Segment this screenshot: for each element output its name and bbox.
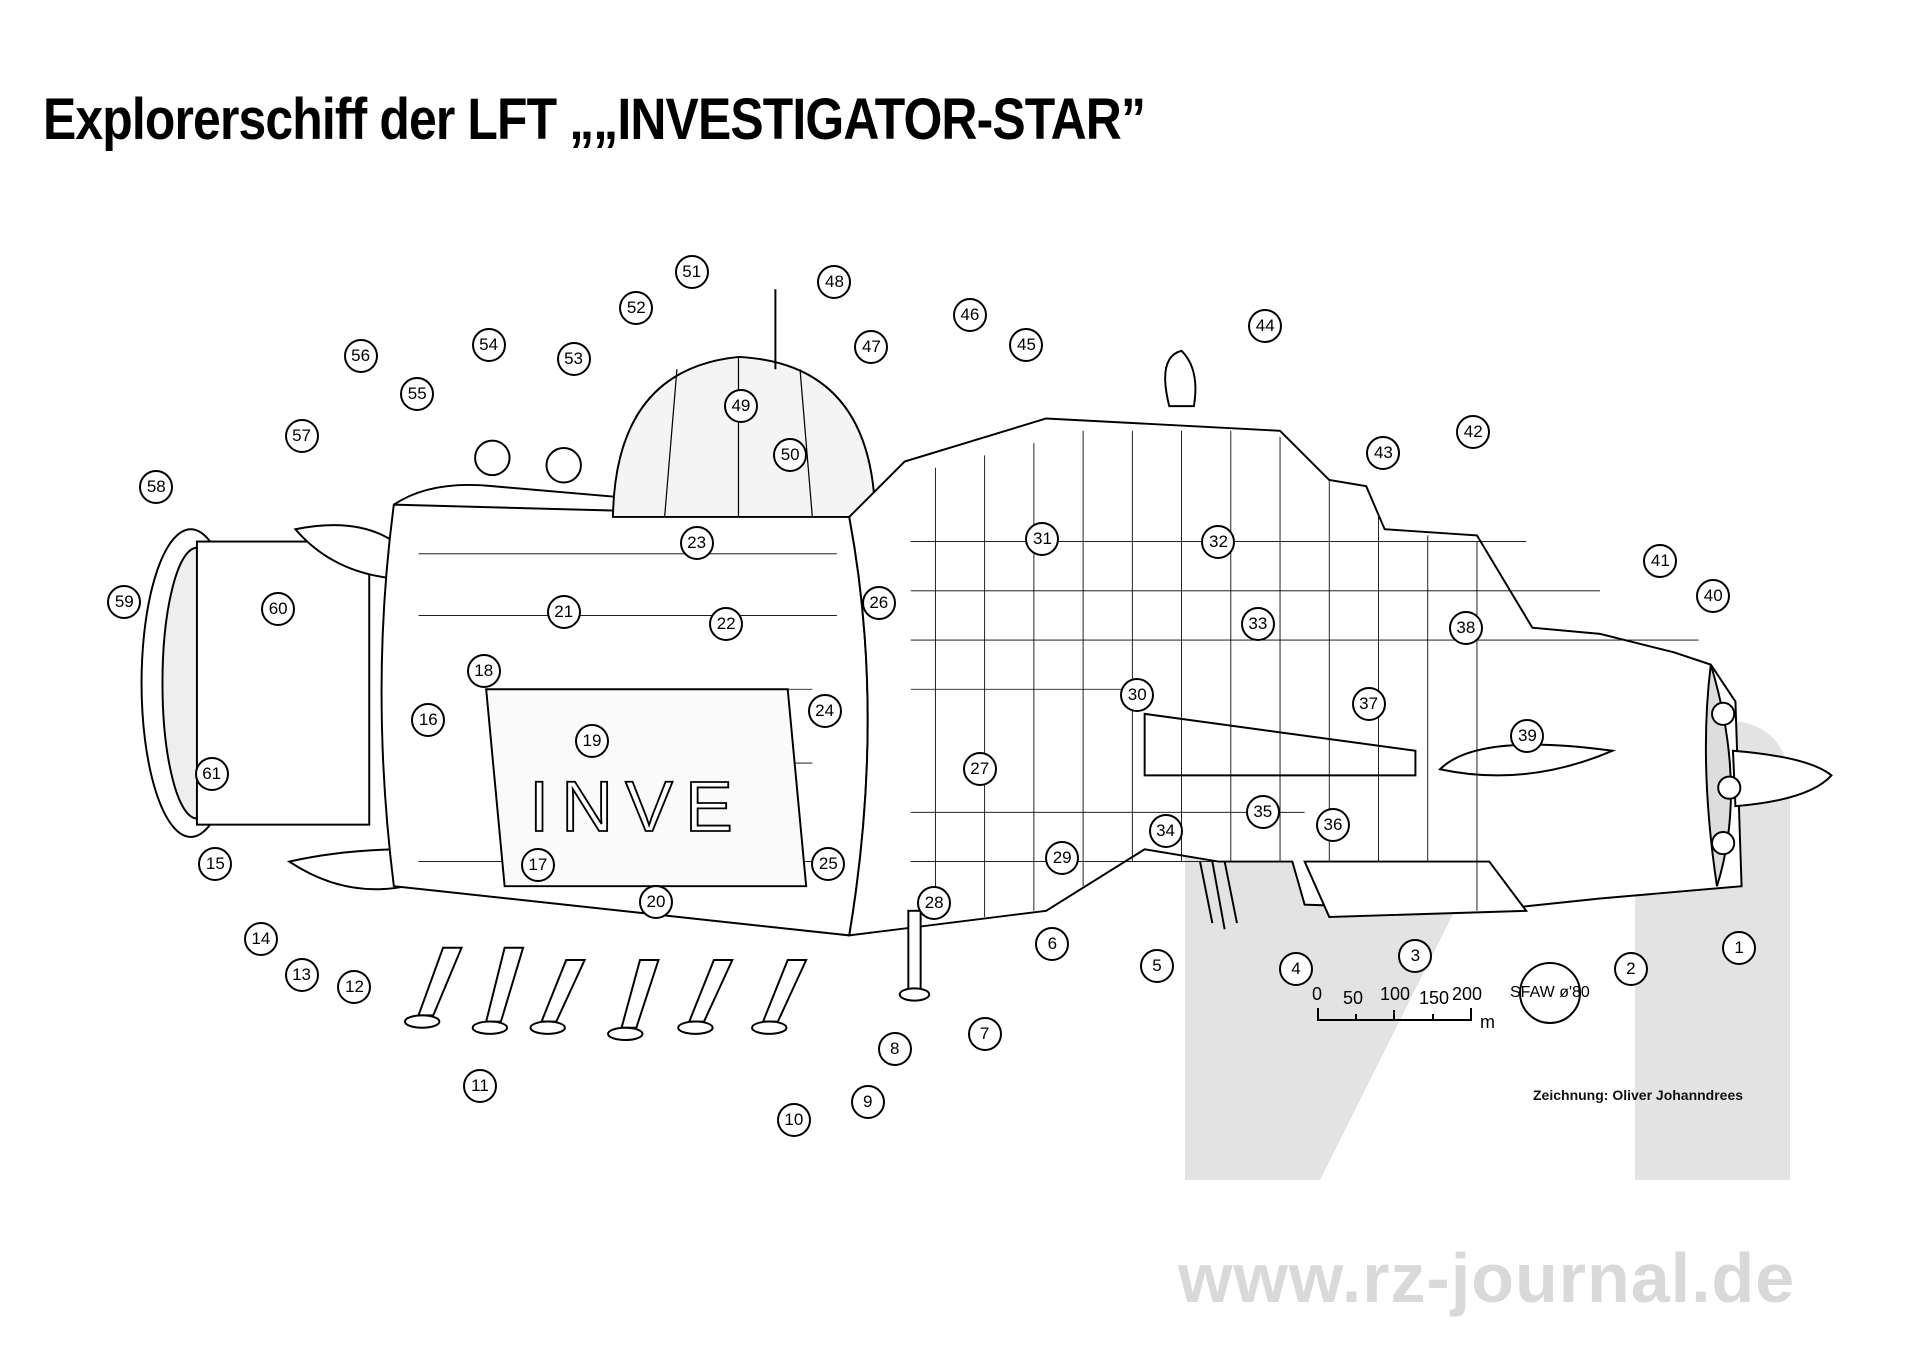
callout-35: 35	[1245, 795, 1280, 830]
callout-26: 26	[861, 586, 896, 621]
page-title: Explorerschiff der LFT „„INVESTIGATOR-ST…	[43, 87, 1146, 152]
callout-56: 56	[343, 338, 378, 373]
landing-legs	[403, 861, 1238, 1042]
callout-14: 14	[243, 922, 278, 957]
callout-32: 32	[1201, 524, 1236, 559]
callout-15: 15	[198, 847, 233, 882]
drawing-credit: Zeichnung: Oliver Johanndrees	[1533, 1087, 1744, 1103]
callout-59: 59	[107, 584, 142, 619]
scale-tick-50: 50	[1343, 988, 1364, 1008]
callout-34: 34	[1148, 813, 1183, 848]
callout-29: 29	[1045, 840, 1080, 875]
callout-16: 16	[411, 703, 446, 738]
callout-44: 44	[1248, 309, 1283, 344]
callout-18: 18	[466, 653, 501, 688]
callout-40: 40	[1696, 578, 1731, 613]
callout-47: 47	[854, 330, 889, 365]
callout-21: 21	[546, 594, 581, 629]
callout-36: 36	[1315, 807, 1350, 842]
callout-37: 37	[1351, 687, 1386, 722]
callout-50: 50	[773, 438, 808, 473]
callout-41: 41	[1643, 544, 1678, 579]
hull-lettering: INVE	[529, 767, 745, 847]
callout-8: 8	[877, 1031, 912, 1066]
callout-2: 2	[1613, 951, 1648, 986]
callout-30: 30	[1120, 678, 1155, 713]
scale-tick-100: 100	[1380, 984, 1411, 1004]
callout-24: 24	[807, 694, 842, 729]
callout-28: 28	[917, 886, 952, 921]
scale-tick-200: 200	[1452, 984, 1483, 1004]
callout-51: 51	[674, 255, 709, 289]
callout-58: 58	[139, 470, 174, 505]
callout-10: 10	[776, 1103, 811, 1138]
callout-61: 61	[194, 757, 229, 792]
scale-tick-0: 0	[1312, 984, 1323, 1004]
callout-48: 48	[817, 264, 852, 299]
callout-54: 54	[471, 327, 506, 362]
callout-4: 4	[1279, 951, 1314, 986]
callout-42: 42	[1456, 415, 1491, 449]
callout-55: 55	[400, 376, 435, 411]
callout-38: 38	[1448, 610, 1483, 645]
callout-23: 23	[679, 525, 714, 560]
callout-13: 13	[284, 957, 319, 992]
callout-43: 43	[1366, 435, 1401, 470]
callout-17: 17	[520, 848, 555, 883]
scale-unit: m	[1480, 1012, 1495, 1032]
callout-49: 49	[723, 389, 758, 424]
callout-45: 45	[1009, 327, 1044, 362]
callout-60: 60	[261, 592, 296, 627]
scale-bar	[1317, 962, 1581, 1024]
callout-25: 25	[811, 847, 846, 882]
callout-39: 39	[1510, 719, 1545, 754]
callout-46: 46	[952, 298, 987, 333]
scale-tick-150: 150	[1419, 988, 1450, 1008]
artist-signature: SFAW ø'80	[1510, 984, 1590, 1001]
callout-52: 52	[619, 290, 654, 325]
callout-3: 3	[1398, 939, 1433, 974]
callout-27: 27	[962, 752, 997, 787]
callout-53: 53	[556, 342, 591, 377]
callout-22: 22	[709, 607, 744, 642]
callout-7: 7	[967, 1016, 1002, 1051]
callout-11: 11	[463, 1068, 497, 1103]
watermark-url: www.rz-journal.de	[1178, 1239, 1796, 1317]
callout-9: 9	[850, 1084, 885, 1119]
ship: INVE	[140, 289, 1833, 1042]
callout-12: 12	[337, 970, 372, 1005]
callout-31: 31	[1025, 522, 1060, 557]
callout-5: 5	[1139, 949, 1174, 984]
callout-57: 57	[284, 418, 319, 453]
callout-19: 19	[575, 723, 609, 758]
callout-1: 1	[1722, 930, 1757, 965]
callout-6: 6	[1035, 927, 1070, 962]
callout-33: 33	[1240, 607, 1275, 642]
callout-20: 20	[639, 885, 674, 920]
